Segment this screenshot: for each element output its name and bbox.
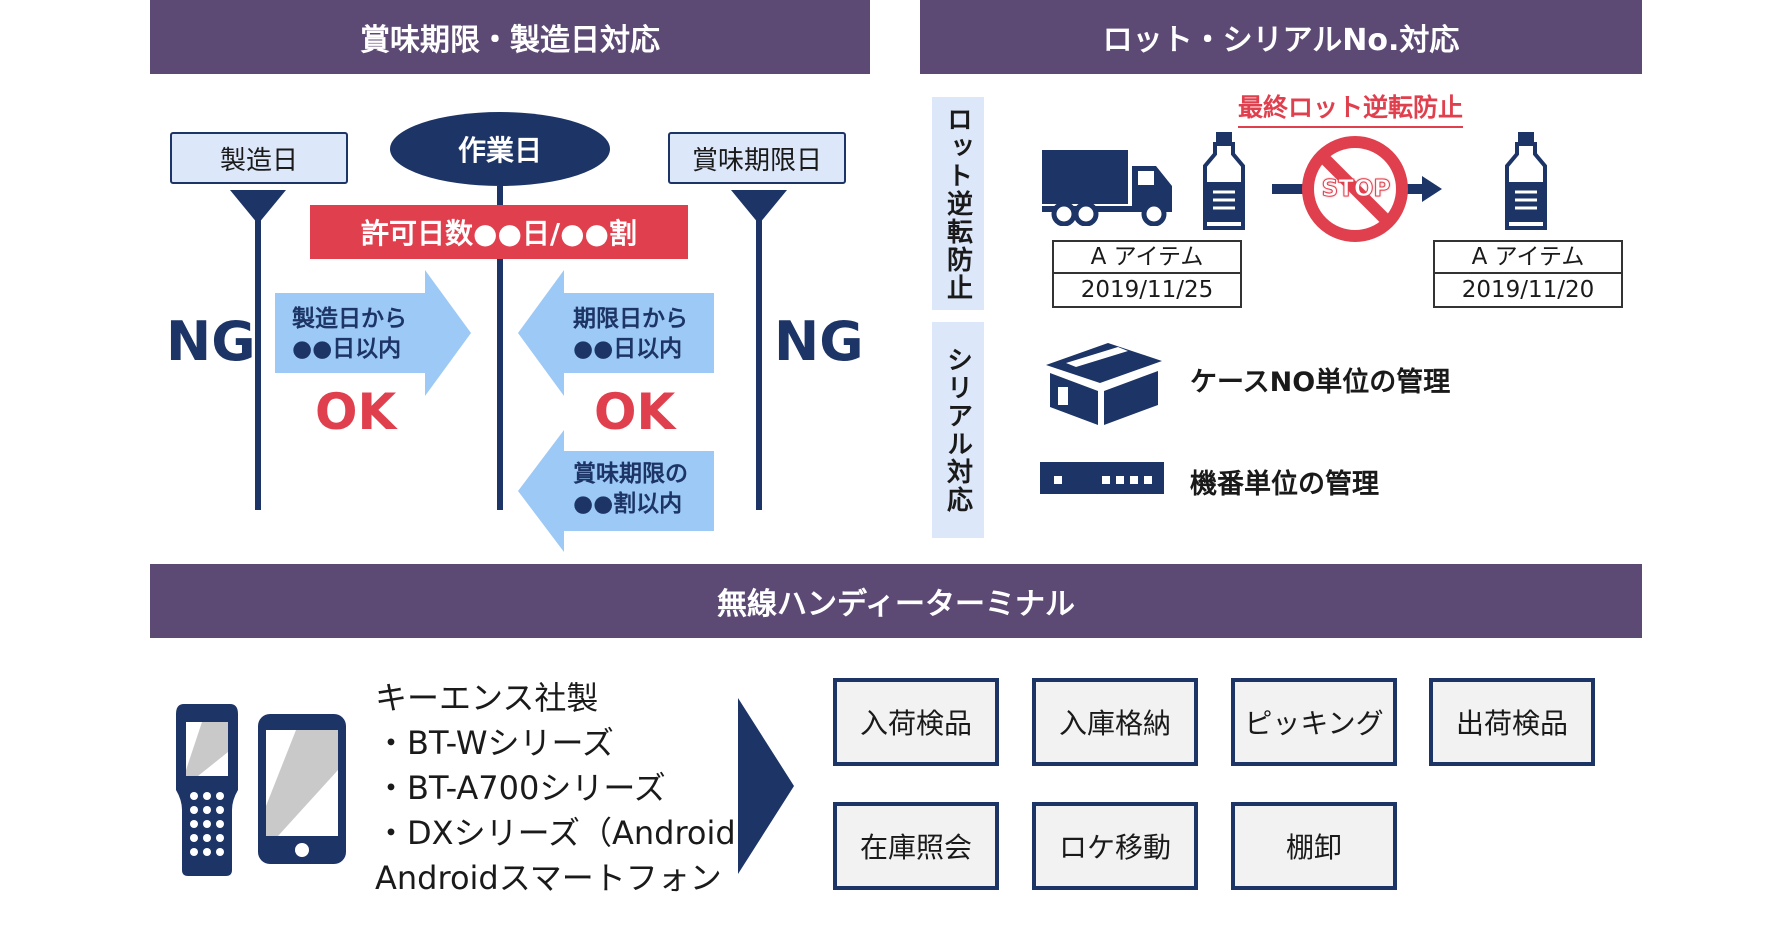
- ng-left-label: NG: [166, 310, 256, 373]
- device-line-bta700: ・BT-A700シリーズ: [375, 769, 666, 807]
- lot-reverse-vertical-label: ロット逆転防止: [932, 97, 984, 310]
- arrow-ratio-text: 賞味期限の ●●割以内: [573, 459, 688, 519]
- device-line-btw: ・BT-Wシリーズ: [375, 724, 614, 762]
- final-lot-prevention-label: 最終ロット逆転防止: [1238, 88, 1464, 128]
- arrow-from-manufacture-line1: 製造日から: [292, 306, 407, 332]
- smartphone-icon: [258, 714, 346, 864]
- ok-left-label: OK: [315, 383, 397, 441]
- handheld-terminal-icon: [176, 704, 238, 876]
- item-left-date: 2019/11/25: [1080, 277, 1214, 303]
- serial-tag-icon: [1040, 462, 1164, 494]
- ok-right-label: OK: [594, 383, 676, 441]
- arrow-from-expiry: [518, 270, 714, 396]
- arrow-ratio-line2: ●●割以内: [573, 491, 683, 517]
- chevron-right-icon: [738, 698, 794, 874]
- device-mgmt-label: 機番単位の管理: [1190, 469, 1379, 500]
- expiry-timeline: [756, 220, 762, 510]
- arrow-from-manufacture: [275, 270, 471, 396]
- arrow-from-expiry-line2: ●●日以内: [573, 336, 683, 362]
- arrow-from-manufacture-text: 製造日から ●●日以内: [292, 304, 407, 364]
- arrow-from-expiry-text: 期限日から ●●日以内: [573, 304, 688, 364]
- tile-stocktaking: 棚卸: [1231, 802, 1397, 890]
- expiry-section-header: 賞味期限・製造日対応: [150, 0, 870, 74]
- tile-location-move: ロケ移動: [1032, 802, 1198, 890]
- expiry-pointer-icon: [731, 190, 787, 224]
- item-right-name: A アイテム: [1435, 242, 1621, 274]
- item-right-box: A アイテム 2019/11/20: [1433, 240, 1623, 308]
- ng-right-label: NG: [774, 310, 864, 373]
- device-list: キーエンス社製 ・BT-Wシリーズ ・BT-A700シリーズ ・DXシリーズ（A…: [375, 676, 748, 901]
- device-line-dx: ・DXシリーズ（Android): [375, 814, 749, 852]
- work-date-timeline: [497, 186, 503, 510]
- stop-sign-icon: [1272, 136, 1442, 242]
- item-right-date: 2019/11/20: [1461, 277, 1595, 303]
- bottle-icon: [1505, 132, 1547, 230]
- terminal-section-header: 無線ハンディーターミナル: [150, 564, 1642, 638]
- item-left-name: A アイテム: [1054, 242, 1240, 274]
- arrow-from-expiry-line1: 期限日から: [573, 306, 688, 332]
- tile-shipping-inspection: 出荷検品: [1429, 678, 1595, 766]
- arrow-ratio: [518, 430, 714, 552]
- manufacture-pointer-icon: [230, 190, 286, 224]
- tile-inventory-inquiry: 在庫照会: [833, 802, 999, 890]
- truck-icon: [1042, 150, 1172, 226]
- allowed-days-bar: 許可日数●●日/●●割: [310, 205, 688, 259]
- device-line-android: Androidスマートフォン: [375, 859, 722, 897]
- allowed-days-label: 許可日数●●日/●●割: [361, 217, 637, 250]
- tile-putaway: 入庫格納: [1032, 678, 1198, 766]
- arrow-from-manufacture-line2: ●●日以内: [292, 336, 402, 362]
- box-icon: [1046, 343, 1162, 425]
- expiry-date-label: 賞味期限日: [668, 132, 846, 184]
- manufacture-timeline: [255, 220, 261, 510]
- case-mgmt-label: ケースNO単位の管理: [1190, 367, 1451, 398]
- tile-picking: ピッキング: [1231, 678, 1397, 766]
- item-left-box: A アイテム 2019/11/25: [1052, 240, 1242, 308]
- arrow-ratio-line1: 賞味期限の: [573, 461, 688, 487]
- stop-sign-label: STOP: [1321, 176, 1391, 203]
- tile-receiving-inspection: 入荷検品: [833, 678, 999, 766]
- work-date-ellipse: 作業日: [390, 112, 610, 186]
- manufacture-date-label: 製造日: [170, 132, 348, 184]
- work-date-label: 作業日: [457, 134, 542, 167]
- bottle-icon: [1203, 132, 1245, 230]
- device-line-maker: キーエンス社製: [375, 679, 599, 717]
- lot-section-header: ロット・シリアルNo.対応: [920, 0, 1642, 74]
- serial-vertical-label: シリアル対応: [932, 322, 984, 538]
